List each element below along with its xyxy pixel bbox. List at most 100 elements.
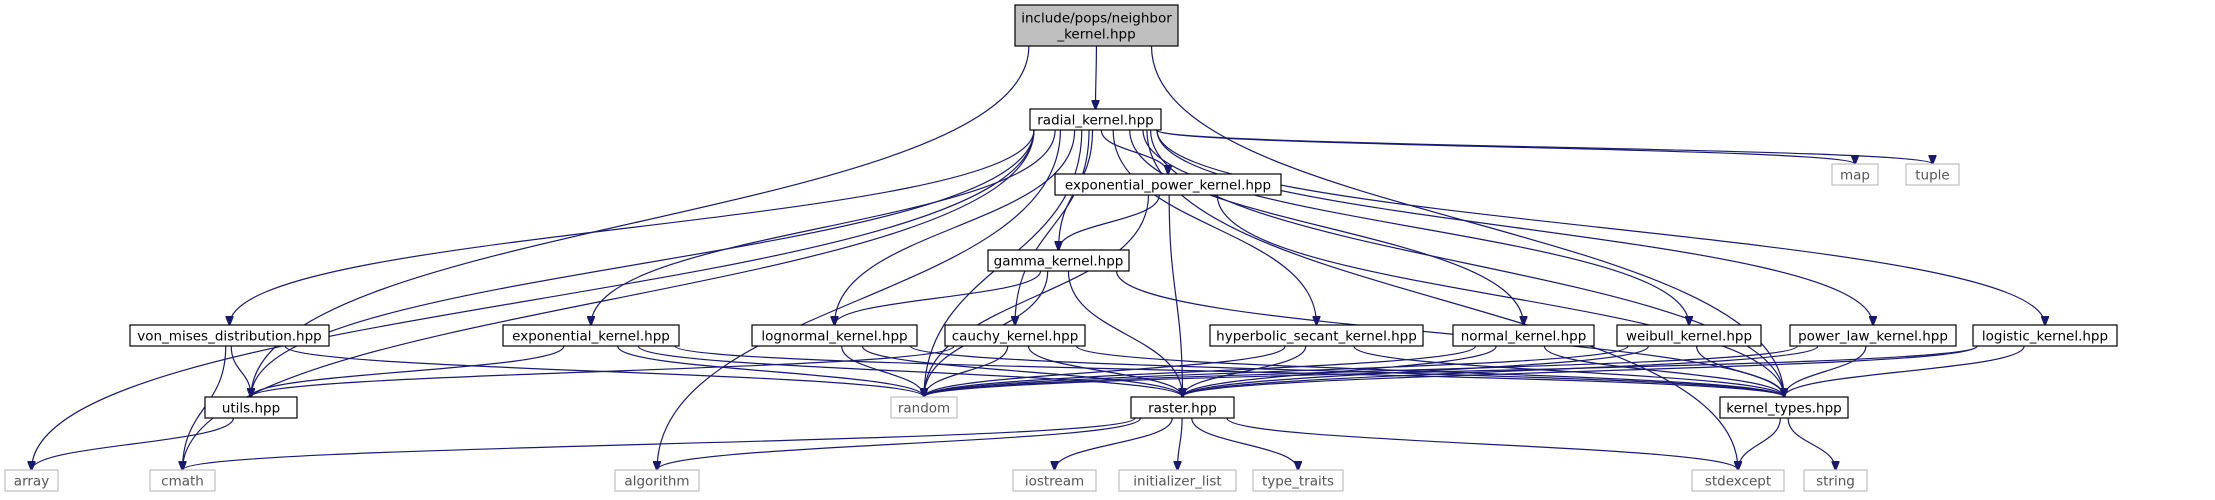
node-von-mises-distribution-hpp[interactable]: von_mises_distribution.hpp (129, 324, 330, 347)
node-box (890, 396, 958, 419)
node-label: array (14, 474, 49, 490)
node-label: gamma_kernel.hpp (994, 254, 1124, 270)
node-label: power_law_kernel.hpp (1798, 329, 1948, 345)
node-radial-kernel-hpp[interactable]: radial_kernel.hpp (1029, 108, 1162, 131)
node-label: weibull_kernel.hpp (1626, 329, 1752, 345)
node-box (1029, 108, 1162, 131)
node-hyperbolic-secant-kernel-hpp[interactable]: hyperbolic_secant_kernel.hpp (1209, 324, 1424, 347)
node-cmath: cmath (149, 469, 216, 492)
edge-radial-kernel-hpp-to-algorithm (657, 129, 1062, 470)
edge-normal-kernel-hpp-to-kernel-types-hpp (1543, 345, 1784, 397)
edge-exponential-power-kernel-hpp-to-random (924, 194, 1150, 397)
edge-raster-hpp-to-algorithm (657, 417, 1142, 470)
node-box (1130, 396, 1235, 419)
node-box (987, 249, 1130, 272)
node-cauchy-kernel-hpp[interactable]: cauchy_kernel.hpp (944, 324, 1086, 347)
node-layer: include/pops/neighbor_kernel.hpp radial_k… (4, 4, 2118, 492)
node-label: tuple (1915, 168, 1949, 184)
node-label: lognormal_kernel.hpp (761, 329, 907, 345)
edge-kernel-types-hpp-to-string (1787, 417, 1835, 470)
edge-radial-kernel-hpp-to-cauchy-kernel-hpp (1015, 129, 1090, 325)
edge-layer (32, 45, 2046, 470)
node-normal-kernel-hpp[interactable]: normal_kernel.hpp (1452, 324, 1595, 347)
node-random: random (890, 396, 958, 419)
node-label: exponential_kernel.hpp (512, 329, 670, 345)
node-label: exponential_power_kernel.hpp (1065, 178, 1271, 194)
node-box (1209, 324, 1424, 347)
edge-radial-kernel-hpp-to-map (1155, 129, 1855, 164)
node-label: string (1816, 474, 1855, 490)
node-array: array (4, 469, 59, 492)
node-box (1452, 324, 1595, 347)
edge-radial-kernel-hpp-to-exponential-power-kernel-hpp (1100, 129, 1168, 174)
node-label: random (898, 401, 950, 417)
node-kernel-types-hpp[interactable]: kernel_types.hpp (1719, 396, 1849, 419)
edge-hyperbolic-secant-kernel-hpp-to-random (924, 345, 1286, 397)
node-label: normal_kernel.hpp (1461, 329, 1587, 345)
node-power-law-kernel-hpp[interactable]: power_law_kernel.hpp (1789, 324, 1957, 347)
edge-exponential-kernel-hpp-to-raster-hpp (637, 345, 1182, 397)
edge-radial-kernel-hpp-to-von-mises-distribution-hpp (230, 129, 1035, 325)
edge-raster-hpp-to-cmath (183, 417, 1136, 470)
node-box (1831, 163, 1879, 186)
node-box (149, 469, 216, 492)
edge-radial-kernel-hpp-to-kernel-types-hpp (1149, 129, 1784, 397)
node-label: algorithm (624, 474, 689, 490)
node-box (1012, 469, 1097, 492)
edge-logistic-kernel-hpp-to-raster-hpp (1183, 345, 1978, 397)
node-label: map (1840, 168, 1870, 184)
edge-normal-kernel-hpp-to-raster-hpp (1183, 345, 1497, 397)
node-exponential-kernel-hpp[interactable]: exponential_kernel.hpp (502, 324, 680, 347)
edge-radial-kernel-hpp-to-hyperbolic-secant-kernel-hpp (1112, 129, 1316, 325)
node-label: include/pops/neighbor (1021, 11, 1172, 27)
edge-raster-hpp-to-iostream (1055, 417, 1173, 470)
node-utils-hpp[interactable]: utils.hpp (204, 396, 298, 419)
edge-gamma-kernel-hpp-to-lognormal-kernel-hpp (835, 270, 1042, 325)
edge-radial-kernel-hpp-to-array (32, 129, 1035, 470)
node-label: type_traits (1262, 474, 1334, 490)
node-weibull-kernel-hpp[interactable]: weibull_kernel.hpp (1616, 324, 1762, 347)
node-box (1014, 4, 1179, 47)
edge-exponential-kernel-hpp-to-utils-hpp (251, 345, 565, 397)
edge-radial-kernel-hpp-to-weibull-kernel-hpp (1142, 129, 1689, 325)
node-box (1719, 396, 1849, 419)
edge-radial-kernel-hpp-to-logistic-kernel-hpp (1156, 129, 2045, 325)
node-logistic-kernel-hpp[interactable]: logistic_kernel.hpp (1972, 324, 2118, 347)
node-lognormal-kernel-hpp[interactable]: lognormal_kernel.hpp (751, 324, 918, 347)
edge-cauchy-kernel-hpp-to-utils-hpp (251, 345, 955, 397)
node-box (751, 324, 918, 347)
node-label: iostream (1025, 474, 1084, 490)
node-box (1789, 324, 1957, 347)
edge-von-mises-distribution-hpp-to-cmath (183, 345, 227, 470)
node-box (1616, 324, 1762, 347)
edge-normal-kernel-hpp-to-random (924, 345, 1477, 397)
node-exponential-power-kernel-hpp[interactable]: exponential_power_kernel.hpp (1054, 173, 1282, 196)
edge-exponential-kernel-hpp-to-random (617, 345, 924, 397)
node-map: map (1831, 163, 1879, 186)
edge-radial-kernel-hpp-to-exponential-kernel-hpp (591, 129, 1056, 325)
edge-raster-hpp-to-type-traits (1191, 417, 1298, 470)
node-box (1054, 173, 1282, 196)
node-label: utils.hpp (222, 401, 280, 417)
node-box (944, 324, 1086, 347)
node-label: _kernel.hpp (1056, 27, 1135, 43)
node-type-traits: type_traits (1252, 469, 1344, 492)
node-box (1252, 469, 1344, 492)
node-tuple: tuple (1905, 163, 1960, 186)
node-label: logistic_kernel.hpp (1982, 329, 2108, 345)
node-label: cauchy_kernel.hpp (952, 329, 1079, 345)
node-box (1691, 469, 1785, 492)
node-include-pops-neighbor-kernel-hpp[interactable]: include/pops/neighbor_kernel.hpp (1014, 4, 1179, 47)
edge-lognormal-kernel-hpp-to-raster-hpp (861, 345, 1182, 397)
node-box (502, 324, 680, 347)
node-box (1905, 163, 1960, 186)
node-gamma-kernel-hpp[interactable]: gamma_kernel.hpp (987, 249, 1130, 272)
node-box (1118, 469, 1237, 492)
node-box (204, 396, 298, 419)
node-label: initializer_list (1133, 474, 1221, 490)
edge-logistic-kernel-hpp-to-kernel-types-hpp (1784, 345, 2025, 397)
edge-radial-kernel-hpp-to-cmath (183, 129, 1035, 470)
node-raster-hpp[interactable]: raster.hpp (1130, 396, 1235, 419)
node-label: cmath (161, 474, 204, 490)
node-string: string (1803, 469, 1868, 492)
